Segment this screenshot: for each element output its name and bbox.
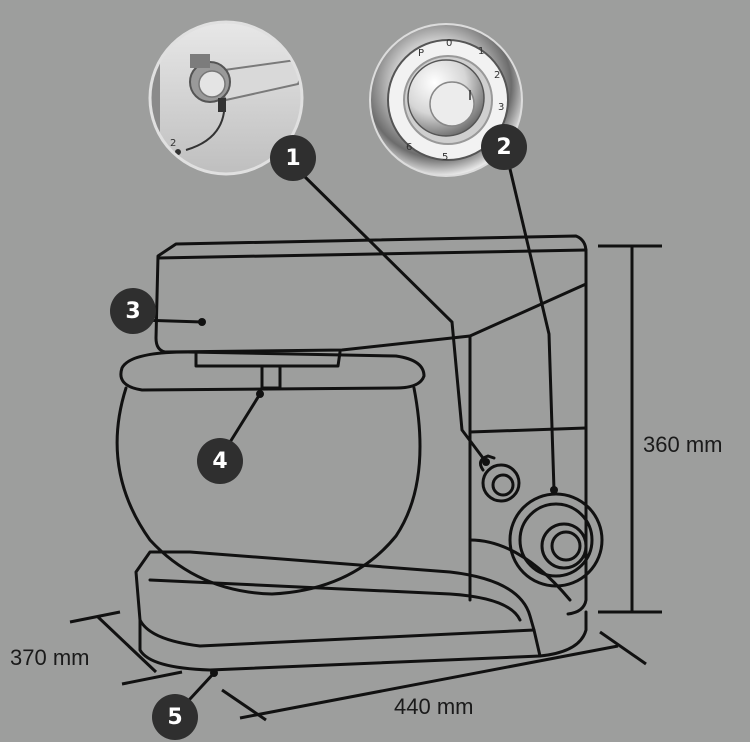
mixer-outline [115, 234, 604, 672]
bowl-rim [119, 350, 426, 392]
depth-dimension-line [96, 615, 158, 674]
dial-mark-0: 0 [446, 38, 452, 49]
dial-mark-1: 1 [478, 46, 484, 57]
depth-dimension-label: 370 mm [10, 645, 90, 670]
mixer-base [134, 550, 536, 648]
height-dimension-label: 360 mm [643, 432, 723, 457]
lever-detail-inset: 2 [148, 20, 304, 176]
dimension-lines [69, 244, 662, 722]
lever-knob [481, 463, 521, 503]
dial-mark-6: 6 [406, 142, 412, 153]
width-dimension-label: 440 mm [394, 694, 474, 719]
dial-mark-5: 5 [442, 152, 448, 163]
callout-badge-5: 5 [152, 694, 198, 740]
callout-line-1 [294, 166, 488, 463]
callout-badge-4: 4 [197, 438, 243, 484]
dial-mark-p: P [418, 48, 424, 59]
bowl [115, 386, 422, 596]
callout-badge-1: 1 [270, 135, 316, 181]
callout-badge-2: 2 [481, 124, 527, 170]
dial-detail-inset: P 0 1 2 3 4 5 6 [369, 23, 523, 177]
speed-dial [508, 492, 604, 588]
dial-mark-3: 3 [498, 102, 504, 113]
width-dimension-line [239, 644, 619, 720]
mixer-head [154, 234, 588, 354]
callout-line-2 [504, 151, 556, 491]
callout-dots [198, 318, 558, 677]
callout-badge-3: 3 [110, 288, 156, 334]
dial-mark-2: 2 [494, 70, 500, 81]
lever-detail-mark: 2 [170, 138, 176, 149]
